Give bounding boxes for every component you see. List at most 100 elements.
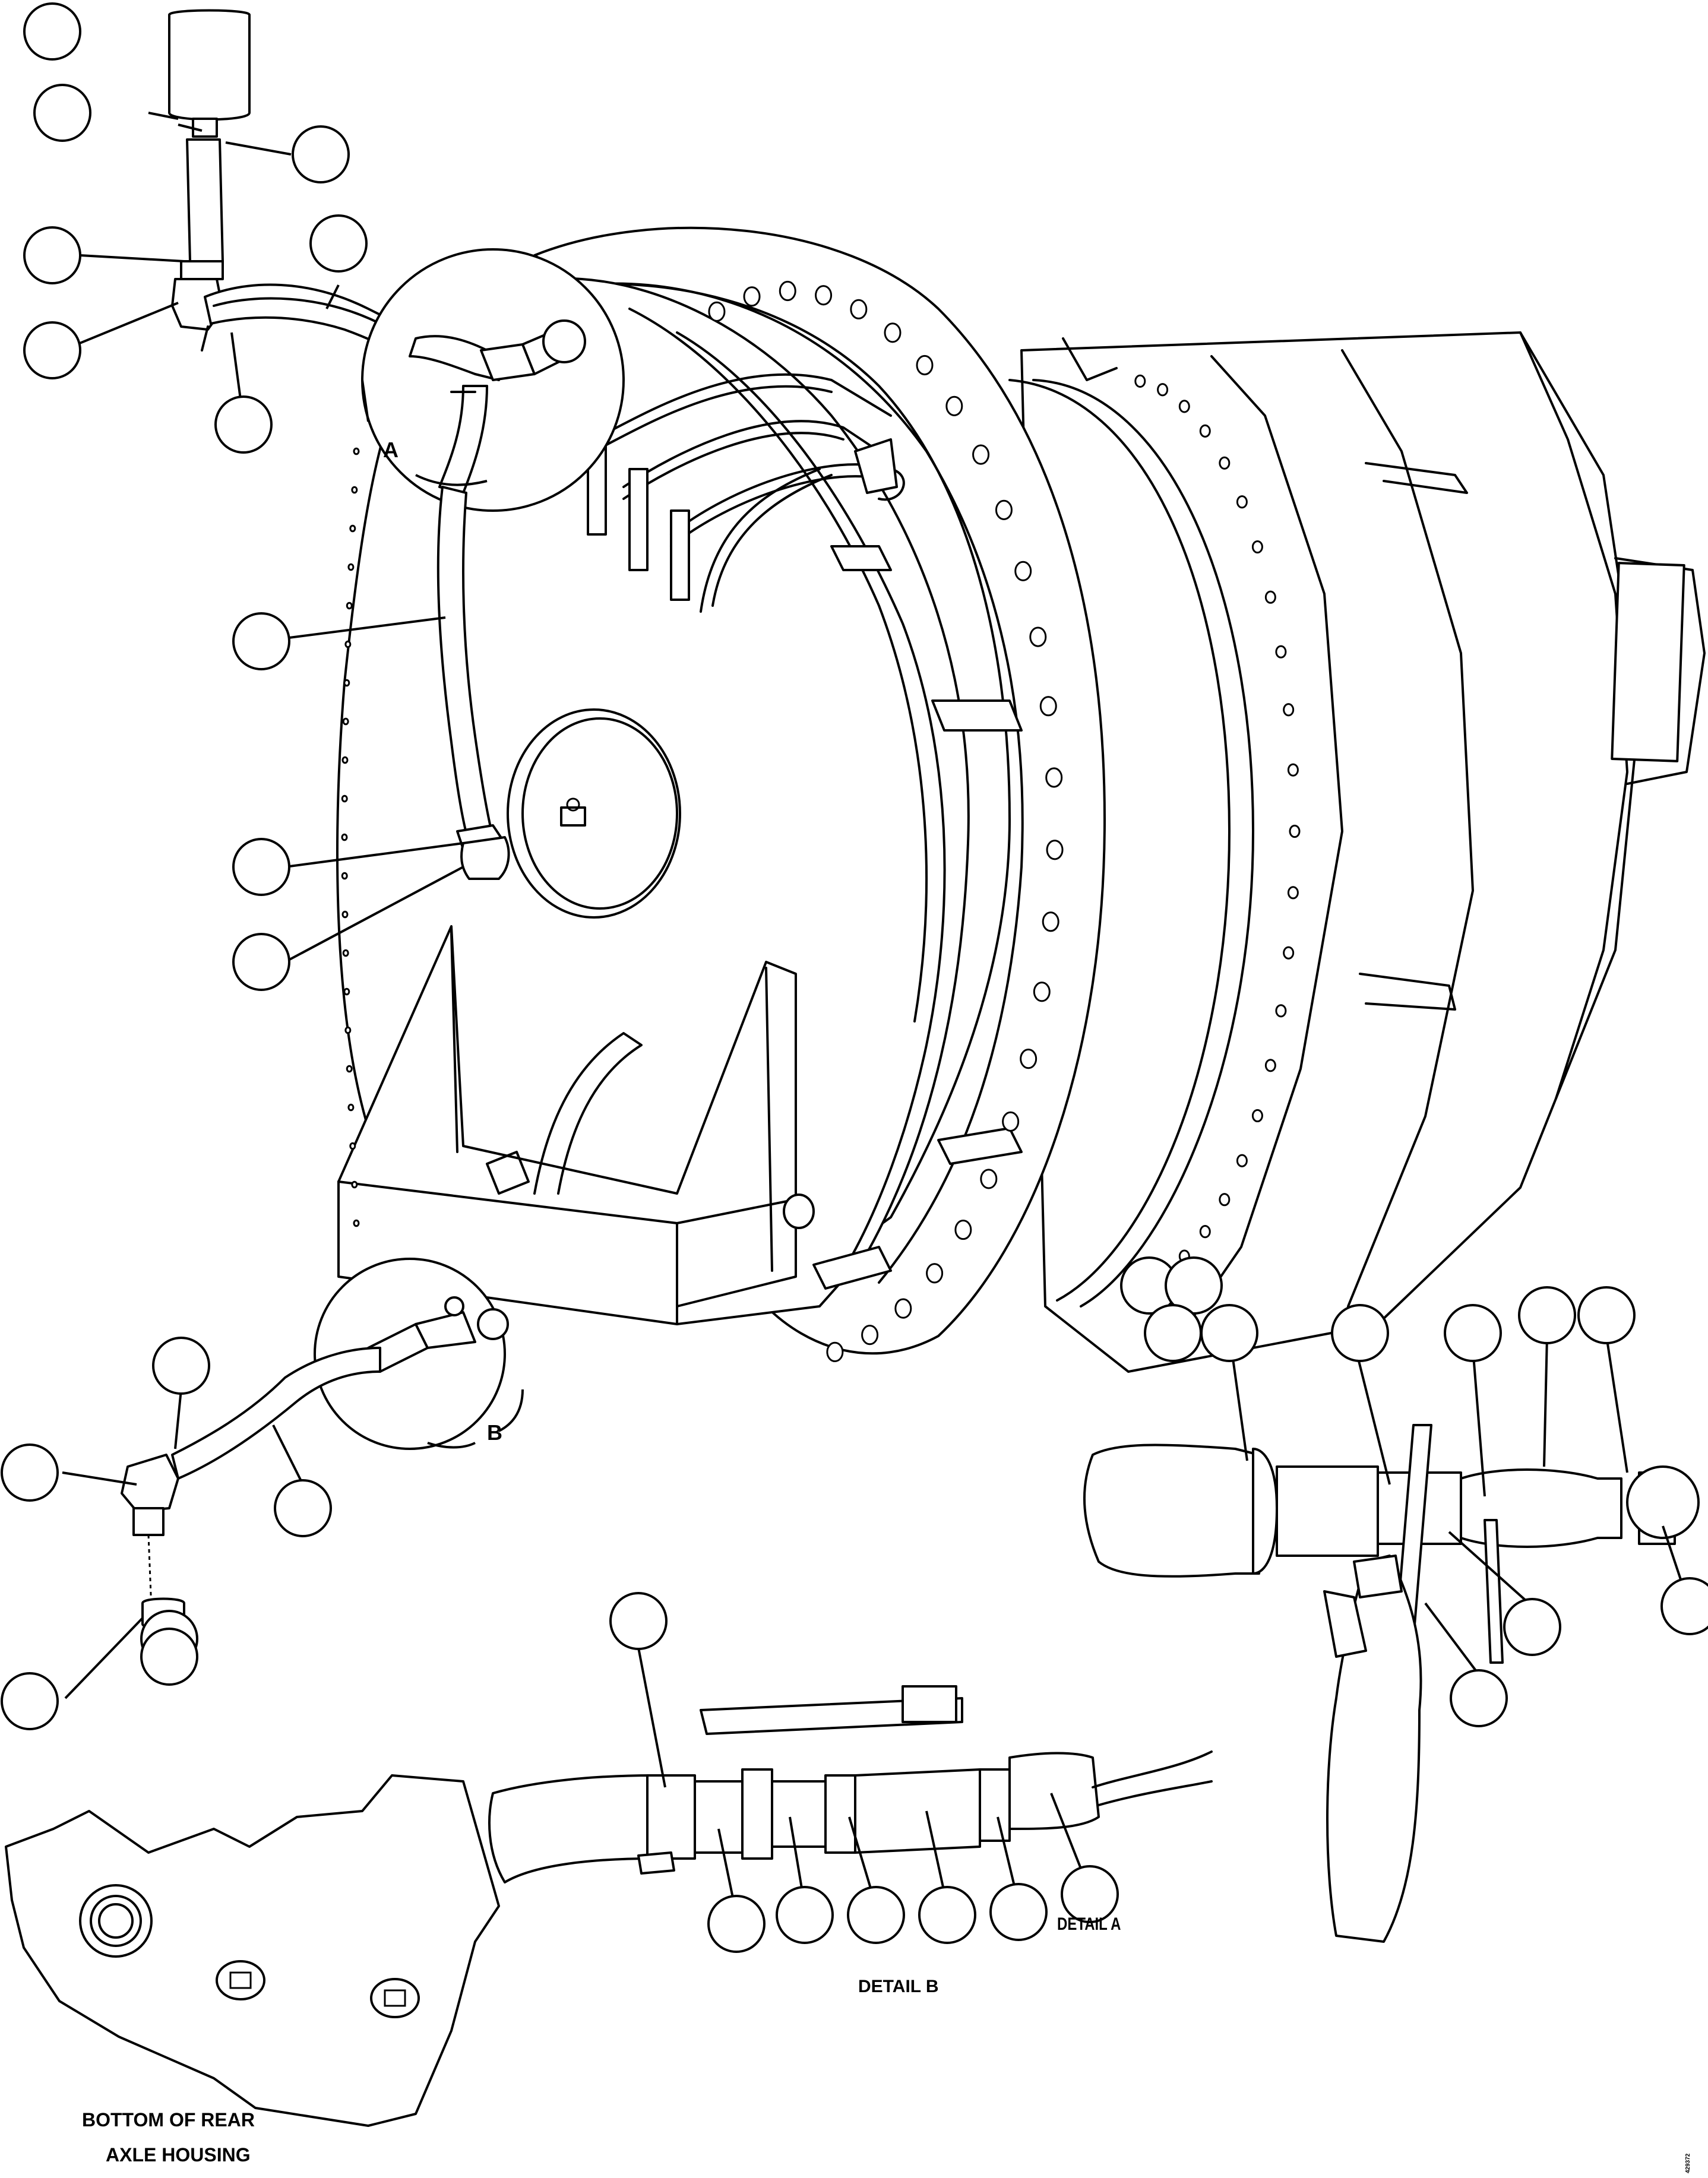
bolt-hole xyxy=(353,447,360,455)
callout-balloon xyxy=(23,2,81,61)
bolt-hole xyxy=(349,1142,356,1150)
figure-id: 429372 xyxy=(1685,2153,1691,2173)
bolt-hole xyxy=(1264,1059,1276,1072)
callout-balloon xyxy=(1331,1304,1389,1362)
housing-caption-line1: BOTTOM OF REAR xyxy=(82,2109,255,2130)
bolt-hole xyxy=(861,1325,879,1346)
bolt-hole xyxy=(351,486,358,494)
bolt-hole xyxy=(926,1263,944,1284)
callout-balloon xyxy=(232,838,290,896)
bolt-hole xyxy=(995,499,1013,520)
bolt-hole xyxy=(1039,696,1057,717)
bolt-hole xyxy=(894,1298,912,1319)
detail-a-callout-circle xyxy=(361,248,625,512)
bolt-hole xyxy=(815,285,833,306)
bolt-hole xyxy=(341,756,349,764)
housing-caption-line2: AXLE HOUSING xyxy=(106,2144,251,2166)
callout-balloon xyxy=(989,1883,1048,1941)
bolt-hole xyxy=(347,563,355,571)
bolt-hole xyxy=(341,910,349,919)
detail-b-drawing xyxy=(488,1685,1213,1883)
bolt-hole xyxy=(1045,767,1063,788)
bolt-hole xyxy=(1014,561,1032,581)
bolt-hole xyxy=(1251,540,1263,554)
bolt-hole xyxy=(1199,424,1211,438)
callout-balloon xyxy=(1577,1286,1636,1344)
callout-balloon xyxy=(23,226,81,284)
detail-a-drawing xyxy=(1083,1424,1700,1943)
callout-balloon xyxy=(1200,1304,1258,1362)
axle-housing-drawing xyxy=(336,226,1706,1373)
callout-balloon xyxy=(1061,1865,1119,1923)
bolt-hole xyxy=(349,524,356,533)
bolt-hole xyxy=(1275,645,1287,659)
callout-balloon xyxy=(1444,1304,1502,1362)
detail-b-callout-circle xyxy=(314,1258,524,1450)
bolt-hole xyxy=(1219,1193,1231,1207)
bolt-hole xyxy=(351,1180,358,1189)
bolt-hole xyxy=(342,949,349,957)
bolt-hole xyxy=(945,395,963,416)
callout-balloon xyxy=(1450,1669,1508,1727)
bolt-hole xyxy=(826,1341,844,1363)
breather-assembly xyxy=(168,9,470,387)
flange-bolt-holes xyxy=(341,280,1301,1363)
callout-balloon xyxy=(1660,1577,1708,1635)
detail-b-marker: B xyxy=(487,1420,502,1445)
bolt-hole xyxy=(343,679,350,687)
bolt-hole xyxy=(347,1103,355,1112)
bolt-hole xyxy=(341,794,348,803)
bolt-hole xyxy=(1033,982,1051,1002)
callout-balloon xyxy=(23,321,81,379)
detail-b-caption: DETAIL B xyxy=(858,1977,939,1996)
bolt-hole xyxy=(884,322,902,343)
bolt-hole xyxy=(344,640,352,648)
bolt-hole xyxy=(1020,1049,1038,1069)
bolt-hole xyxy=(1178,400,1190,413)
bolt-hole xyxy=(344,1026,352,1034)
bolt-hole xyxy=(1046,840,1064,860)
bolt-hole xyxy=(850,299,868,319)
bolt-hole xyxy=(341,833,348,841)
housing-bottom-drawing xyxy=(5,1774,500,2127)
bolt-hole xyxy=(346,602,353,610)
bolt-hole xyxy=(954,1219,972,1240)
bolt-hole xyxy=(1251,1109,1263,1123)
callout-balloon xyxy=(847,1886,905,1944)
bolt-hole xyxy=(1002,1111,1020,1132)
bolt-hole xyxy=(708,301,726,322)
bolt-hole xyxy=(1236,495,1248,509)
detail-a-caption: DETAIL A xyxy=(1057,1913,1121,1933)
callout-balloon xyxy=(140,1628,198,1686)
callout-balloon xyxy=(274,1479,332,1537)
callout-balloon xyxy=(918,1886,976,1944)
bolt-hole xyxy=(779,280,796,302)
detail-a-marker: A xyxy=(383,438,398,462)
callout-balloon xyxy=(1144,1304,1202,1362)
bolt-hole xyxy=(1275,1004,1287,1018)
bolt-hole xyxy=(980,1169,998,1189)
callout-balloon xyxy=(292,125,350,183)
bolt-hole xyxy=(1199,1225,1211,1239)
callout-balloon xyxy=(309,214,368,273)
bolt-hole xyxy=(1264,590,1276,604)
callout-balloon xyxy=(152,1337,210,1395)
bolt-hole xyxy=(743,286,761,307)
callout-balloon xyxy=(232,933,290,991)
bolt-hole xyxy=(341,872,348,880)
bolt-hole xyxy=(1157,383,1169,397)
bolt-hole xyxy=(1134,374,1146,388)
callout-balloon xyxy=(232,612,290,670)
callout-balloon xyxy=(707,1895,766,1953)
bolt-hole xyxy=(342,717,349,726)
bolt-hole xyxy=(353,1219,360,1227)
callout-balloons xyxy=(1,2,1708,1953)
callout-balloon xyxy=(776,1886,834,1944)
bolt-hole xyxy=(1042,911,1059,932)
bolt-hole xyxy=(346,1065,353,1073)
bolt-hole xyxy=(1283,703,1295,717)
bolt-hole xyxy=(1287,763,1299,777)
callout-balloon xyxy=(1,1672,59,1730)
